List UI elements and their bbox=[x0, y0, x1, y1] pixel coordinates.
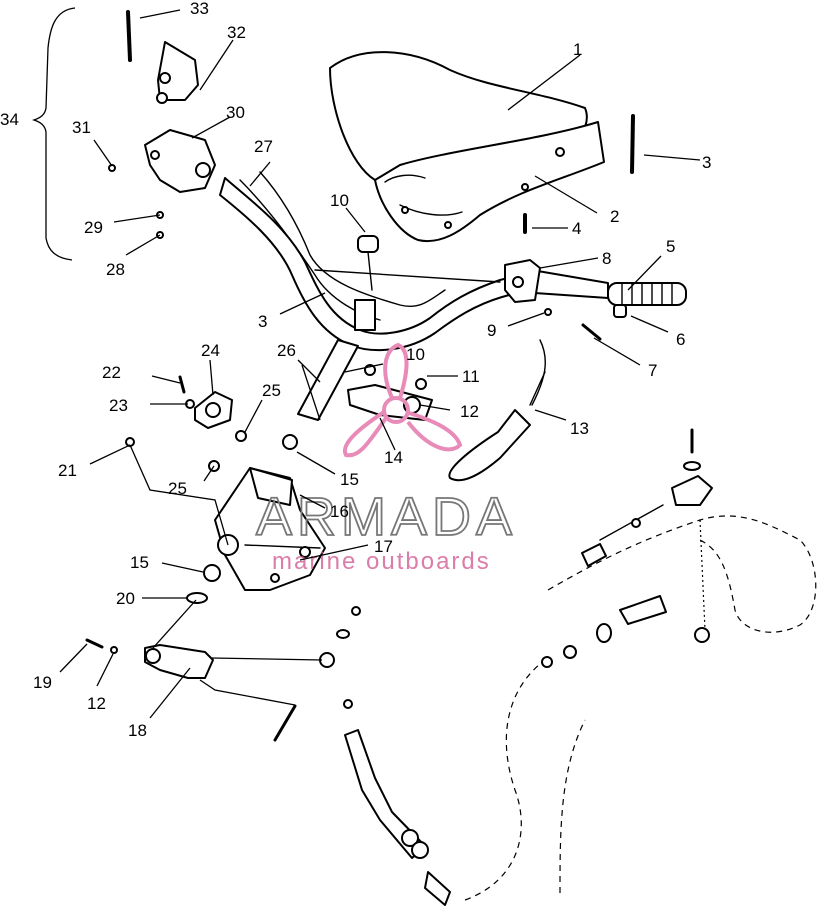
label-4: 4 bbox=[572, 219, 581, 238]
label-23: 23 bbox=[109, 396, 128, 415]
label-3-left: 3 bbox=[258, 312, 267, 331]
label-2: 2 bbox=[610, 207, 619, 226]
label-32: 32 bbox=[227, 23, 246, 42]
label-8: 8 bbox=[602, 249, 611, 268]
label-10-top: 10 bbox=[330, 191, 349, 210]
leader-lines bbox=[59, 9, 701, 719]
steering-cable-upper bbox=[541, 428, 713, 668]
label-30: 30 bbox=[226, 103, 245, 122]
label-27: 27 bbox=[254, 137, 273, 156]
label-9: 9 bbox=[487, 321, 496, 340]
handlebar-cover bbox=[329, 51, 605, 243]
label-18: 18 bbox=[128, 721, 147, 740]
grip bbox=[607, 282, 687, 306]
label-34: 34 bbox=[0, 110, 19, 129]
label-11: 11 bbox=[462, 367, 480, 386]
watermark-logo bbox=[342, 342, 463, 458]
watermark-tagline: marine outboards bbox=[272, 548, 491, 575]
label-7: 7 bbox=[648, 361, 657, 380]
label-20: 20 bbox=[116, 589, 135, 608]
label-15-lower: 15 bbox=[130, 553, 149, 572]
label-12-low: 12 bbox=[87, 694, 106, 713]
label-16: 16 bbox=[330, 502, 349, 521]
label-29: 29 bbox=[84, 218, 103, 237]
label-12-mid: 12 bbox=[460, 402, 479, 421]
label-5: 5 bbox=[666, 237, 675, 256]
label-24: 24 bbox=[201, 341, 220, 360]
label-26: 26 bbox=[277, 341, 296, 360]
steering-support bbox=[214, 467, 326, 591]
label-10-mid: 10 bbox=[406, 345, 425, 364]
label-19: 19 bbox=[33, 673, 52, 692]
label-21: 21 bbox=[58, 461, 77, 480]
label-15-upper: 15 bbox=[340, 470, 359, 489]
label-28: 28 bbox=[106, 260, 125, 279]
label-3-right: 3 bbox=[702, 153, 711, 172]
steering-cable-lower bbox=[319, 606, 451, 906]
steering-arm bbox=[85, 638, 214, 679]
label-25-lower: 25 bbox=[168, 479, 187, 498]
label-31: 31 bbox=[72, 118, 91, 137]
label-25-upper: 25 bbox=[262, 381, 281, 400]
label-22: 22 bbox=[102, 363, 121, 382]
watermark-brand: ARMADA bbox=[256, 487, 517, 547]
label-1: 1 bbox=[573, 40, 582, 59]
label-17: 17 bbox=[374, 537, 393, 556]
label-33: 33 bbox=[190, 0, 209, 18]
steering-bracket bbox=[126, 10, 216, 193]
label-14: 14 bbox=[384, 448, 403, 467]
kill-switch-cap bbox=[357, 235, 379, 291]
label-6: 6 bbox=[676, 330, 685, 349]
label-13: 13 bbox=[570, 419, 589, 438]
part-labels: 1 2 3 3 4 5 6 7 8 9 10 10 11 12 12 13 14… bbox=[0, 0, 711, 740]
